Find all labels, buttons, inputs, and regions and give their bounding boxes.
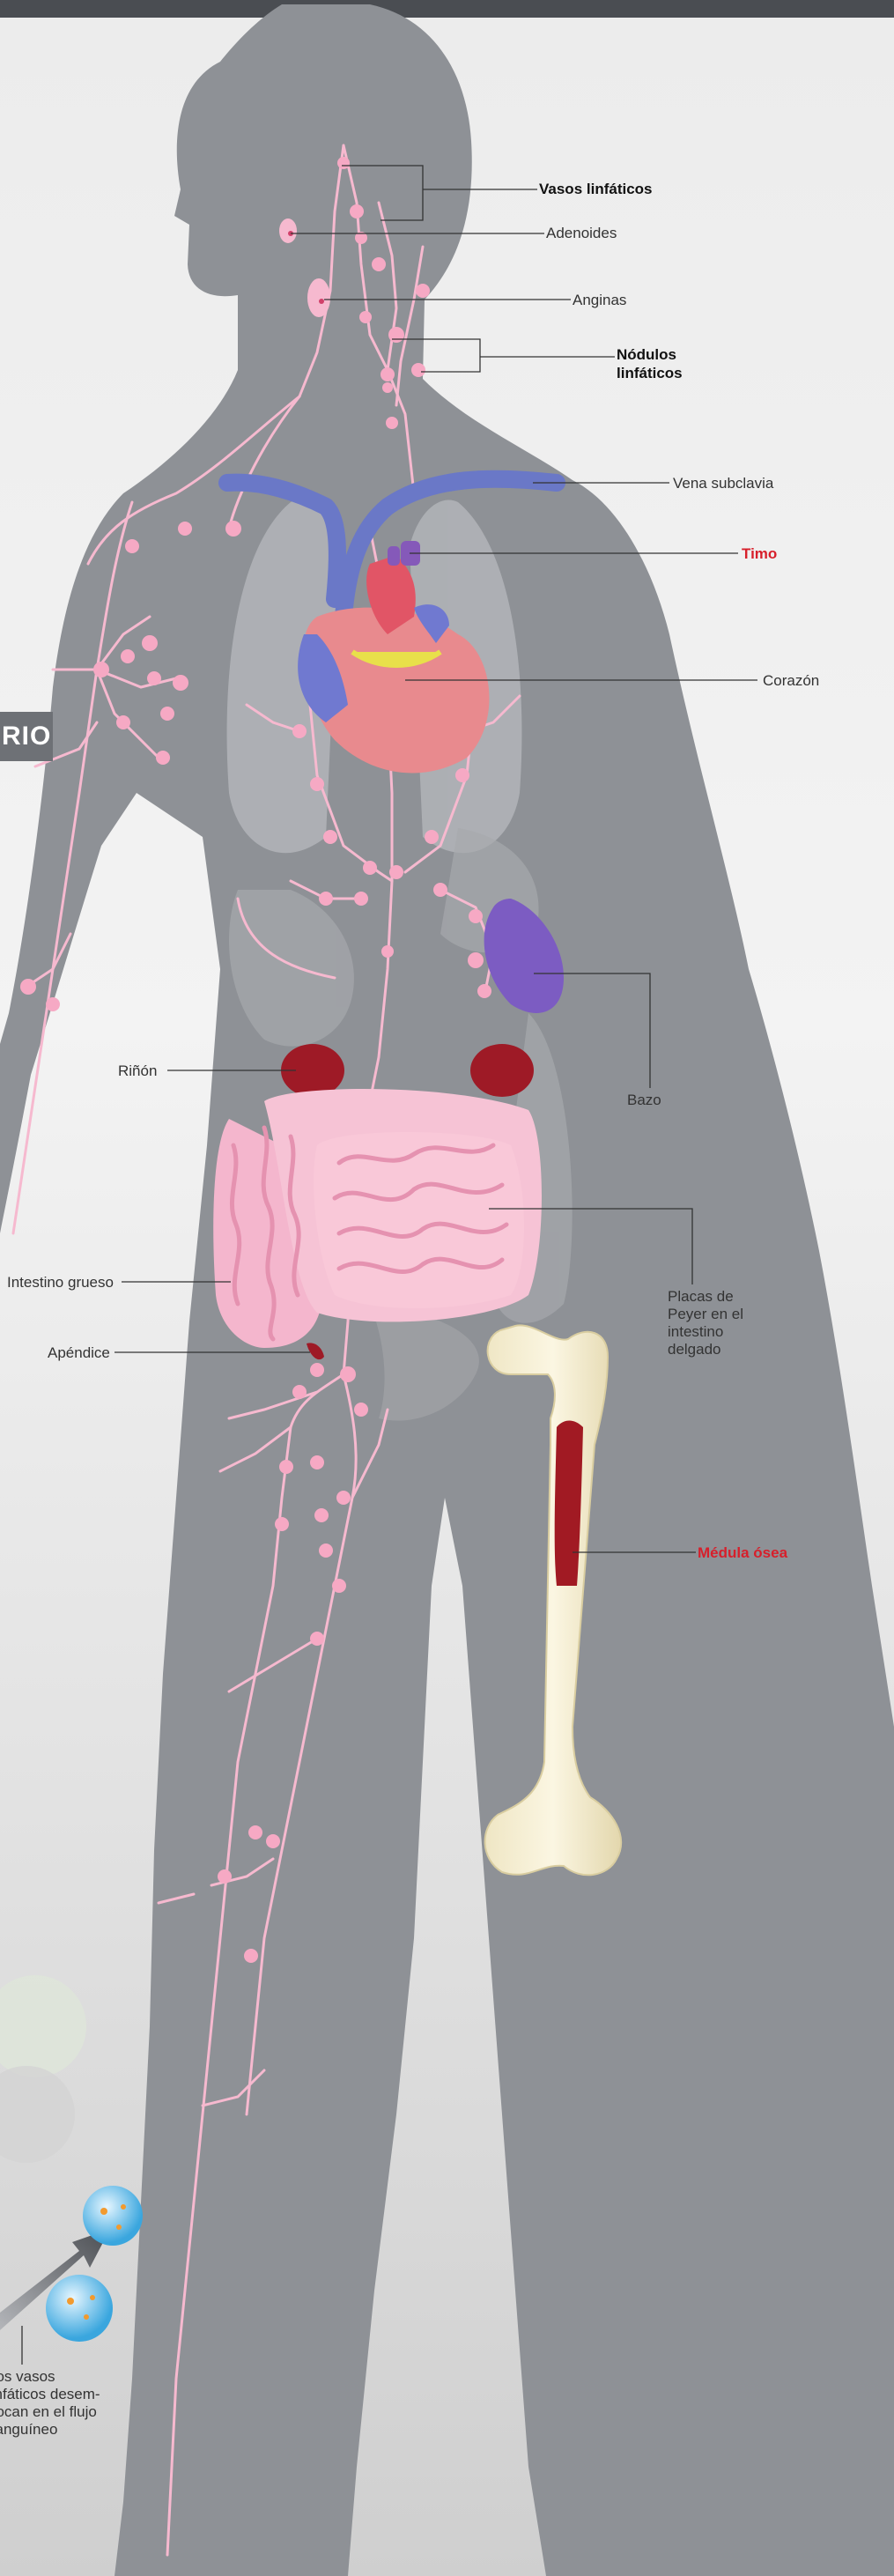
label-vena-subclavia: Vena subclavia: [673, 474, 773, 492]
blood-flow-cells: [0, 2186, 143, 2342]
label-intestino-grueso: Intestino grueso: [7, 1273, 114, 1292]
label-vasos-linfaticos: Vasos linfáticos: [539, 180, 653, 198]
label-rinon: Riñón: [118, 1062, 157, 1080]
label-vasos-desembocan: Los vasos linfáticos desem- bocan en el …: [0, 2368, 100, 2439]
label-nodulos-linfaticos: Nódulos linfáticos: [617, 345, 683, 382]
label-anginas: Anginas: [573, 291, 626, 309]
label-apendice: Apéndice: [48, 1344, 110, 1362]
background-cells: [0, 1975, 86, 2163]
label-medula-osea: Médula ósea: [698, 1543, 787, 1562]
label-bazo: Bazo: [627, 1091, 661, 1109]
label-corazon: Corazón: [763, 671, 819, 690]
section-tab: RIO: [0, 712, 53, 761]
label-placas-peyer: Placas de Peyer en el intestino delgado: [668, 1288, 743, 1358]
label-adenoides: Adenoides: [546, 224, 617, 242]
label-timo: Timo: [742, 544, 777, 563]
